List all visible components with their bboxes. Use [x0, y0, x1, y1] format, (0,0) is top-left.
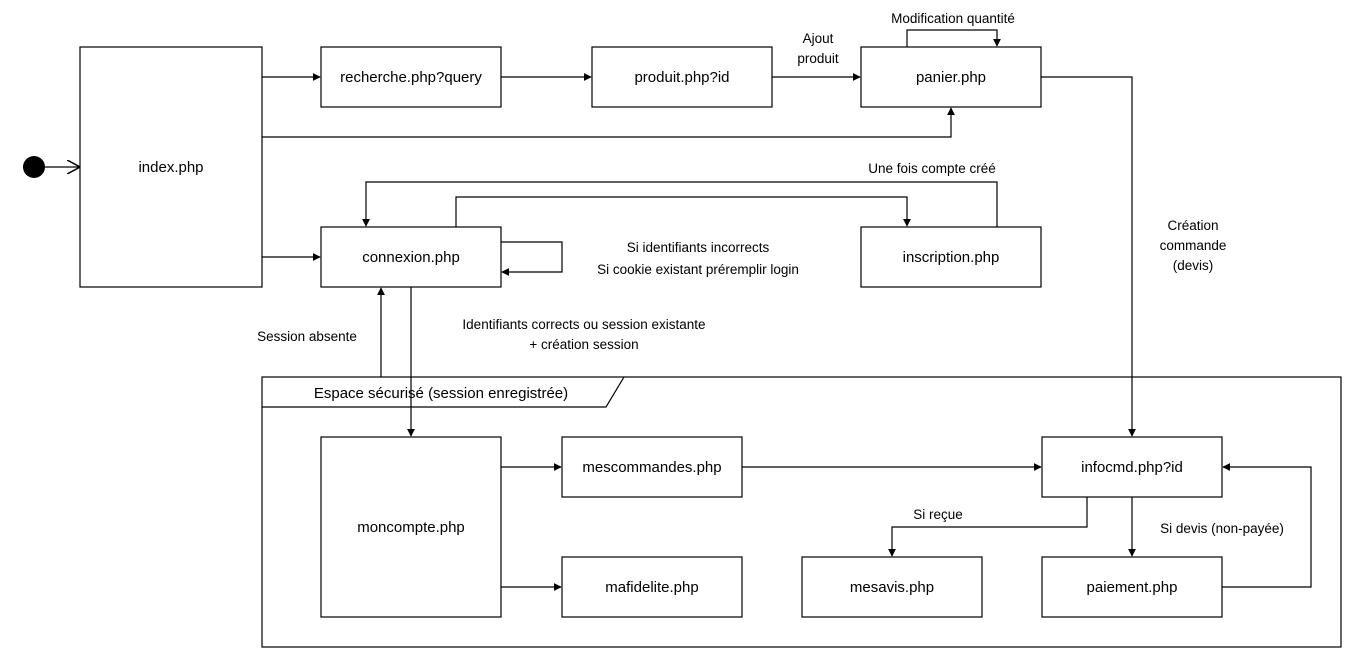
node-connexion[interactable]: connexion.php — [320, 226, 502, 288]
node-recherche[interactable]: recherche.php?query — [320, 46, 502, 108]
label-creation-commande-line2: commande — [1160, 238, 1227, 253]
node-mafidelite-label: mafidelite.php — [605, 579, 698, 596]
label-ajout-line2: produit — [797, 51, 839, 66]
node-mesavis-label: mesavis.php — [850, 579, 934, 596]
node-paiement[interactable]: paiement.php — [1041, 556, 1223, 618]
edge-panier-infocmd — [1041, 76, 1136, 437]
label-si-recue: Si reçue — [913, 507, 963, 522]
node-mescommandes-label: mescommandes.php — [582, 459, 721, 476]
node-infocmd-label: infocmd.php?id — [1081, 459, 1183, 476]
label-identifiants-corrects-line2: + création session — [529, 337, 638, 352]
edge-inscription-connexion — [362, 181, 998, 227]
label-session-absente: Session absente — [257, 329, 357, 344]
node-index[interactable]: index.php — [79, 46, 263, 288]
node-moncompte[interactable]: moncompte.php — [320, 436, 502, 618]
node-mafidelite[interactable]: mafidelite.php — [561, 556, 743, 618]
node-inscription-label: inscription.php — [903, 249, 1000, 266]
secure-area-frame: Espace sécurisé (session enregistrée) — [261, 376, 1342, 648]
node-panier[interactable]: panier.php — [860, 46, 1042, 108]
node-moncompte-label: moncompte.php — [357, 519, 465, 536]
label-creation-commande-line3: (devis) — [1173, 258, 1214, 273]
label-creation-commande-line1: Création — [1167, 218, 1218, 233]
edge-index-panier — [262, 107, 955, 138]
node-recherche-label: recherche.php?query — [340, 69, 482, 86]
edge-connexion-inscription — [455, 196, 911, 227]
start-node — [23, 156, 45, 178]
label-modification-quantite: Modification quantité — [891, 11, 1015, 26]
node-mesavis[interactable]: mesavis.php — [801, 556, 983, 618]
edge-panier-loop — [906, 29, 1001, 47]
node-connexion-label: connexion.php — [362, 249, 460, 266]
node-paiement-label: paiement.php — [1087, 579, 1178, 596]
label-ajout-line1: Ajout — [803, 31, 834, 46]
node-infocmd[interactable]: infocmd.php?id — [1041, 436, 1223, 498]
edge-paiement-infocmd — [1222, 463, 1312, 588]
edge-connexion-loop — [501, 241, 563, 276]
label-identifiants-incorrects: Si identifiants incorrects — [627, 240, 770, 255]
node-inscription[interactable]: inscription.php — [860, 226, 1042, 288]
node-produit-label: produit.php?id — [634, 69, 729, 86]
secure-area-label: Espace sécurisé (session enregistrée) — [314, 385, 568, 402]
label-cookie-existant: Si cookie existant préremplir login — [597, 262, 799, 277]
edge-infocmd-mesavis — [888, 497, 1088, 557]
label-si-devis: Si devis (non-payée) — [1160, 521, 1284, 536]
label-compte-cree: Une fois compte créé — [868, 161, 996, 176]
label-identifiants-corrects-line1: Identifiants corrects ou session existan… — [462, 317, 705, 332]
node-produit[interactable]: produit.php?id — [591, 46, 773, 108]
node-panier-label: panier.php — [916, 69, 986, 86]
node-mescommandes[interactable]: mescommandes.php — [561, 436, 743, 498]
node-index-label: index.php — [138, 159, 203, 176]
